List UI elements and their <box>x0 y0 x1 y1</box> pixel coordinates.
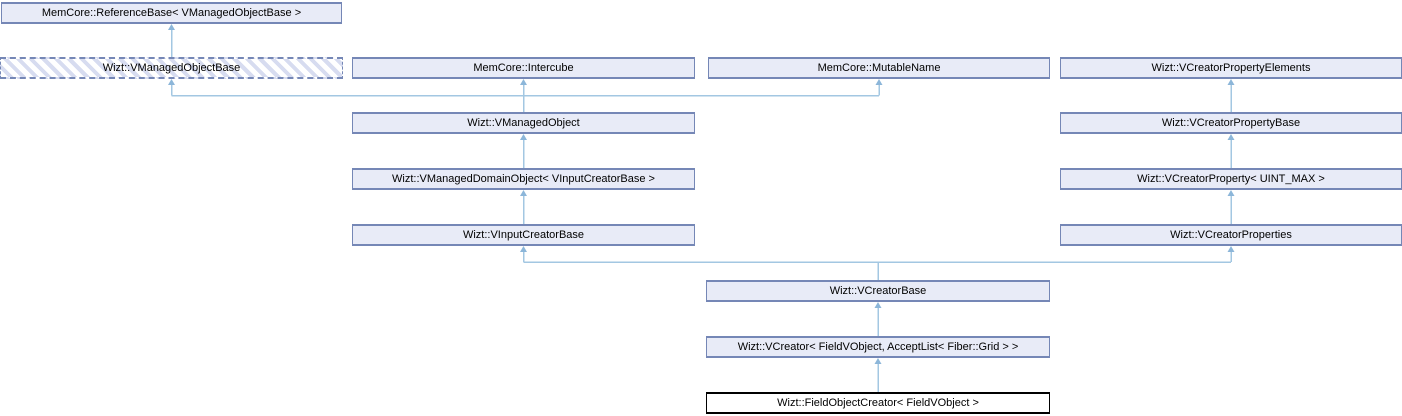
node-label: Wizt::VCreatorProperties <box>1170 229 1292 241</box>
node-label: Wizt::VInputCreatorBase <box>462 229 585 241</box>
node-wizt-vmanagedobject[interactable]: Wizt::VManagedObject <box>352 112 695 134</box>
node-label: Wizt::VCreatorPropertyBase <box>1161 117 1301 129</box>
node-label: MemCore::ReferenceBase< VManagedObjectBa… <box>41 7 302 19</box>
node-wizt-fieldobjectcreator-current-class: Wizt::FieldObjectCreator< FieldVObject > <box>706 392 1050 414</box>
node-label: MemCore::MutableName <box>817 62 941 74</box>
node-wizt-vmanageddomainobject[interactable]: Wizt::VManagedDomainObject< VInputCreato… <box>352 168 695 190</box>
node-label: Wizt::VManagedObject <box>467 117 580 129</box>
node-memcore-mutablename[interactable]: MemCore::MutableName <box>708 57 1050 79</box>
node-label: Wizt::VCreatorBase <box>829 285 927 297</box>
node-wizt-vcreatorpropertybase[interactable]: Wizt::VCreatorPropertyBase <box>1060 112 1402 134</box>
node-label: Wizt::VCreator< FieldVObject, AcceptList… <box>737 341 1019 353</box>
node-label: MemCore::Intercube <box>473 62 574 74</box>
node-wizt-vcreatorproperty[interactable]: Wizt::VCreatorProperty< UINT_MAX > <box>1060 168 1402 190</box>
node-label: Wizt::VManagedObjectBase <box>102 62 241 74</box>
node-wizt-vmanagedobjectbase: Wizt::VManagedObjectBase <box>0 57 343 79</box>
node-wizt-vcreator[interactable]: Wizt::VCreator< FieldVObject, AcceptList… <box>706 336 1050 358</box>
node-label: Wizt::FieldObjectCreator< FieldVObject > <box>777 397 979 409</box>
node-wizt-vcreatorpropertyelements[interactable]: Wizt::VCreatorPropertyElements <box>1060 57 1402 79</box>
node-wizt-vcreatorbase[interactable]: Wizt::VCreatorBase <box>706 280 1050 302</box>
edge-lines <box>170 30 1232 392</box>
node-wizt-vinputcreatorbase[interactable]: Wizt::VInputCreatorBase <box>352 224 695 246</box>
node-label: Wizt::VCreatorProperty< UINT_MAX > <box>1137 173 1325 185</box>
node-memcore-referencebase[interactable]: MemCore::ReferenceBase< VManagedObjectBa… <box>1 2 342 24</box>
node-wizt-vcreatorproperties[interactable]: Wizt::VCreatorProperties <box>1060 224 1402 246</box>
node-label: Wizt::VCreatorPropertyElements <box>1151 62 1311 74</box>
node-label: Wizt::VManagedDomainObject< VInputCreato… <box>392 173 655 185</box>
node-memcore-intercube[interactable]: MemCore::Intercube <box>352 57 695 79</box>
